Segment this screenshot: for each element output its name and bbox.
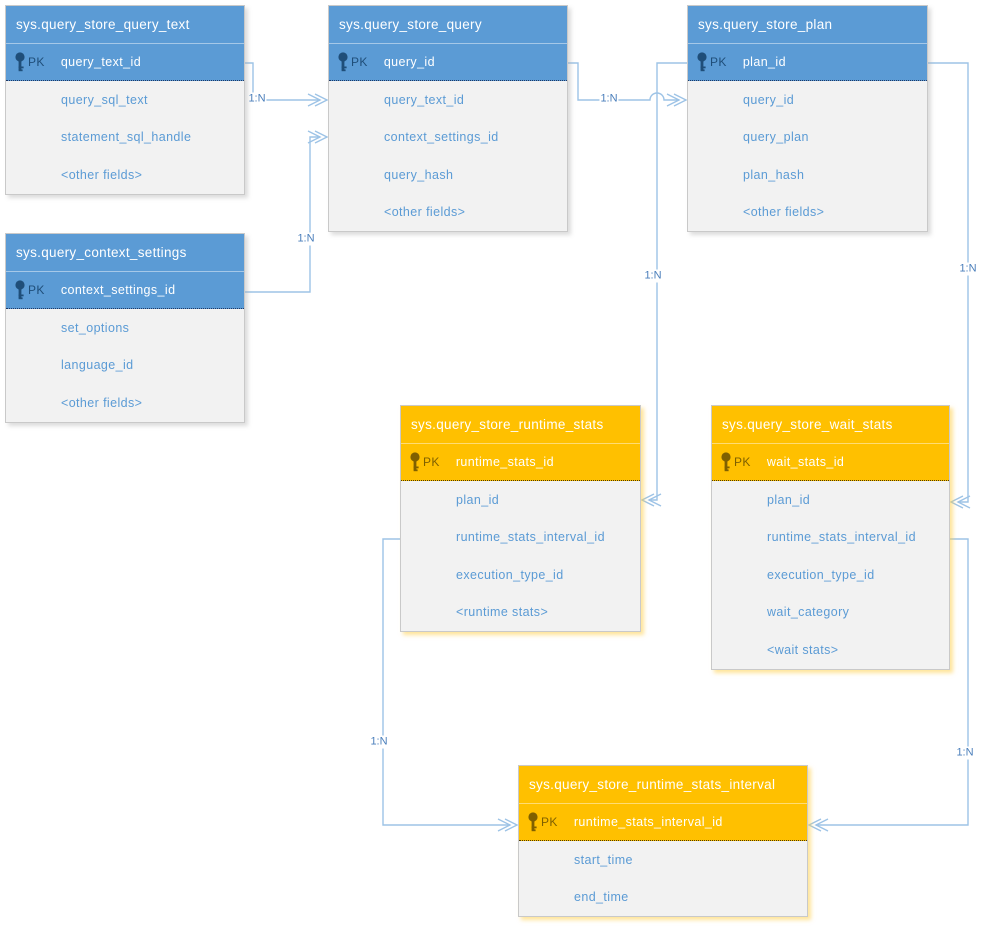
pk-label: PK (423, 455, 440, 469)
pk-row: PK runtime_stats_id (401, 444, 640, 481)
key-icon (336, 51, 350, 73)
entity-query-store-plan: sys.query_store_plan PK plan_id query_id… (687, 5, 928, 232)
arrowhead-right (307, 130, 329, 144)
field-row: statement_sql_handle (61, 130, 192, 145)
key-icon (719, 451, 733, 473)
entity-query-context-settings: sys.query_context_settings PK context_se… (5, 233, 245, 423)
pk-field-name: plan_id (742, 55, 786, 69)
connector-waitstats-interval (816, 538, 969, 826)
field-row: set_options (61, 320, 130, 335)
entity-query-store-query: sys.query_store_query PK query_id query_… (328, 5, 568, 232)
entity-query-store-wait-stats: sys.query_store_wait_stats PK wait_stats… (711, 405, 950, 670)
field-list: query_id query_plan plan_hash <other fie… (688, 81, 927, 231)
field-row: language_id (61, 358, 134, 373)
pk-label: PK (710, 55, 727, 69)
pk-label: PK (28, 55, 45, 69)
field-row: plan_id (456, 492, 500, 507)
entity-title: sys.query_store_wait_stats (712, 406, 949, 444)
connector-contextsettings-query (245, 136, 320, 293)
field-row: end_time (574, 890, 629, 905)
relationship-label: 1:N (369, 735, 389, 749)
key-icon (13, 51, 27, 73)
pk-field-name: runtime_stats_id (455, 455, 554, 469)
field-row: execution_type_id (456, 567, 564, 582)
field-list: query_sql_text statement_sql_handle <oth… (6, 81, 244, 194)
entity-query-store-query-text: sys.query_store_query_text PK query_text… (5, 5, 245, 195)
field-row: <wait stats> (767, 642, 839, 657)
relationship-label: 1:N (247, 92, 267, 106)
key-icon (13, 279, 27, 301)
field-list: plan_id runtime_stats_interval_id execut… (712, 481, 949, 669)
field-row: runtime_stats_interval_id (456, 530, 605, 545)
arrowhead-right (666, 93, 688, 107)
entity-title: sys.query_store_runtime_stats (401, 406, 640, 444)
connector-query-plan (568, 62, 679, 101)
relationship-label: 1:N (599, 92, 619, 106)
field-row: runtime_stats_interval_id (767, 530, 916, 545)
field-row: query_id (743, 92, 795, 107)
arrowhead-right (307, 93, 329, 107)
pk-row: PK plan_id (688, 44, 927, 81)
field-list: start_time end_time (519, 841, 807, 916)
arrowhead-right (497, 818, 519, 832)
relationship-label: 1:N (296, 232, 316, 246)
entity-title: sys.query_context_settings (6, 234, 244, 272)
pk-field-name: runtime_stats_interval_id (573, 815, 723, 829)
relationship-label: 1:N (643, 269, 663, 283)
relationship-label: 1:N (955, 746, 975, 760)
key-icon (408, 451, 422, 473)
key-icon (695, 51, 709, 73)
connector-runtimestats-interval (382, 538, 510, 826)
pk-row: PK runtime_stats_interval_id (519, 804, 807, 841)
field-row: <other fields> (743, 205, 825, 220)
field-row: query_plan (743, 130, 809, 145)
field-row: plan_hash (743, 167, 805, 182)
field-row: query_hash (384, 167, 454, 182)
relationship-label: 1:N (958, 262, 978, 276)
pk-row: PK wait_stats_id (712, 444, 949, 481)
entity-title: sys.query_store_runtime_stats_interval (519, 766, 807, 804)
field-row: query_sql_text (61, 92, 148, 107)
field-list: plan_id runtime_stats_interval_id execut… (401, 481, 640, 631)
entity-title: sys.query_store_query_text (6, 6, 244, 44)
pk-row: PK query_id (329, 44, 567, 81)
arrowhead-left (640, 493, 662, 507)
connector-querytext-query (245, 62, 320, 101)
field-row: <other fields> (61, 395, 143, 410)
field-row: execution_type_id (767, 567, 875, 582)
field-row: start_time (574, 852, 633, 867)
pk-label: PK (351, 55, 368, 69)
field-row: query_text_id (384, 92, 465, 107)
field-row: context_settings_id (384, 130, 499, 145)
pk-field-name: query_id (383, 55, 435, 69)
pk-field-name: context_settings_id (60, 283, 176, 297)
entity-title: sys.query_store_plan (688, 6, 927, 44)
field-row: <runtime stats> (456, 605, 549, 620)
field-row: <other fields> (61, 167, 143, 182)
entity-title: sys.query_store_query (329, 6, 567, 44)
arrowhead-left (807, 818, 829, 832)
field-row: plan_id (767, 492, 811, 507)
pk-field-name: wait_stats_id (766, 455, 845, 469)
connector-plan-waitstats (928, 62, 969, 503)
pk-row: PK query_text_id (6, 44, 244, 81)
field-row: wait_category (767, 605, 850, 620)
pk-label: PK (734, 455, 751, 469)
field-row: <other fields> (384, 205, 466, 220)
field-list: set_options language_id <other fields> (6, 309, 244, 422)
pk-row: PK context_settings_id (6, 272, 244, 309)
entity-query-store-runtime-stats-interval: sys.query_store_runtime_stats_interval P… (518, 765, 808, 917)
entity-query-store-runtime-stats: sys.query_store_runtime_stats PK runtime… (400, 405, 641, 632)
pk-field-name: query_text_id (60, 55, 142, 69)
field-list: query_text_id context_settings_id query_… (329, 81, 567, 231)
pk-label: PK (28, 283, 45, 297)
key-icon (526, 811, 540, 833)
pk-label: PK (541, 815, 558, 829)
arrowhead-left (949, 495, 971, 509)
